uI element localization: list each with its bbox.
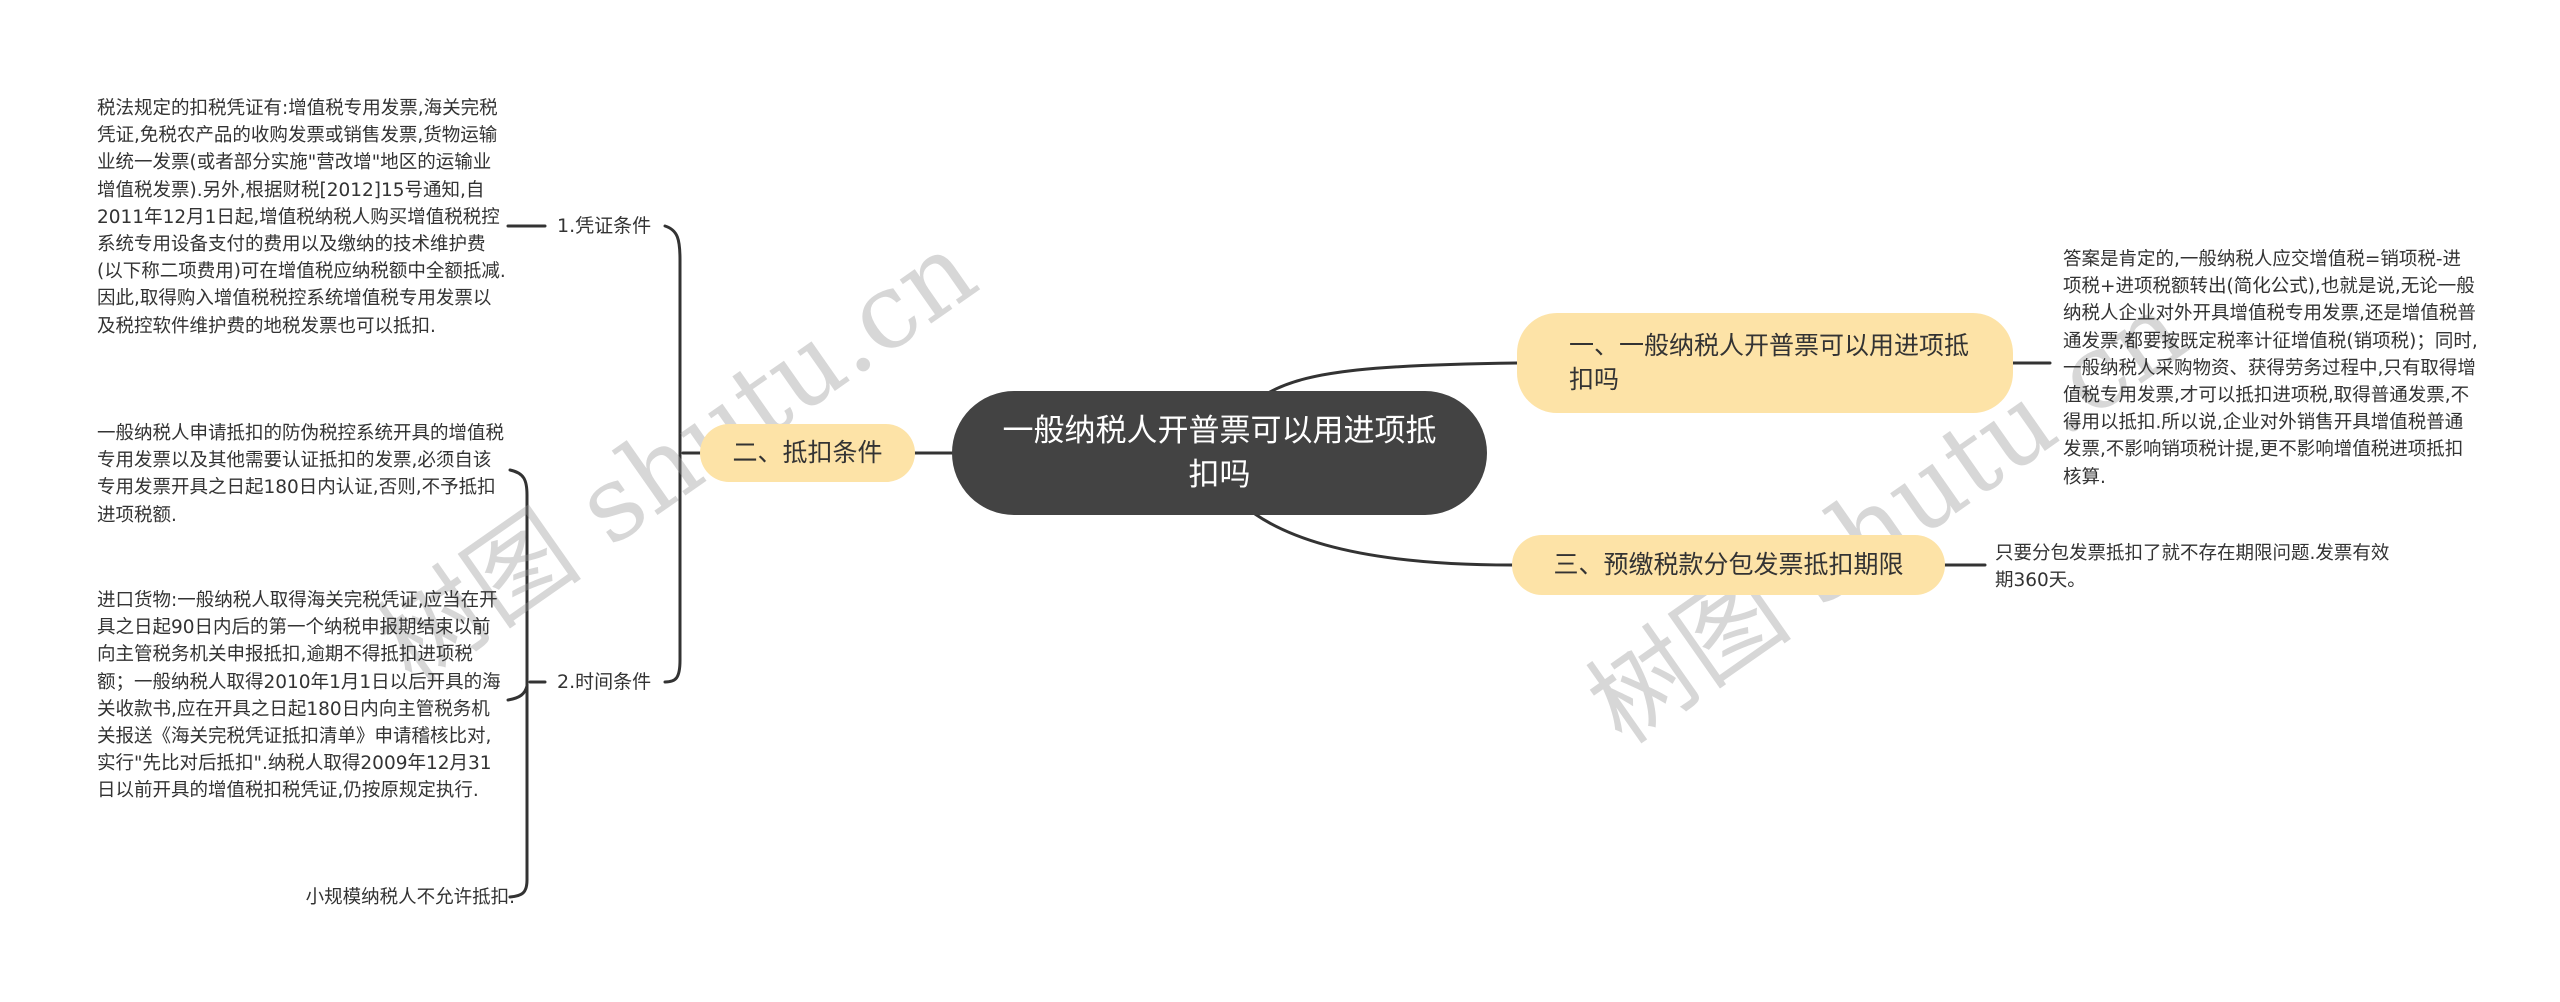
- connector-root-branch1: [1268, 361, 1519, 394]
- time-condition-leaf-1: 一般纳税人申请抵扣的防伪税控系统开具的增值税专用发票以及其他需要认证抵扣的发票,…: [97, 420, 507, 529]
- leaf-text: 税法规定的扣税凭证有:增值税专用发票,海关完税凭证,免税农产品的收购发票或销售发…: [97, 98, 506, 337]
- connector-root-branch3: [1253, 512, 1514, 567]
- sub-node-time-condition[interactable]: 2.时间条件: [557, 671, 652, 693]
- branch-node-1[interactable]: 一、一般纳税人开普票可以用进项抵扣吗: [1517, 313, 2013, 413]
- voucher-condition-leaf: 税法规定的扣税凭证有:增值税专用发票,海关完税凭证,免税农产品的收购发票或销售发…: [97, 95, 507, 340]
- leaf-text: 一般纳税人申请抵扣的防伪税控系统开具的增值税专用发票以及其他需要认证抵扣的发票,…: [97, 423, 505, 526]
- root-node[interactable]: 一般纳税人开普票可以用进项抵扣吗: [952, 391, 1487, 515]
- leaf-text: 答案是肯定的,一般纳税人应交增值税=销项税-进项税+进项税额转出(简化公式),也…: [2063, 249, 2478, 488]
- leaf-text: 只要分包发票抵扣了就不存在期限问题.发票有效期360天。: [1995, 543, 2390, 592]
- bracket-sub2: [508, 468, 529, 899]
- time-condition-leaf-2: 进口货物:一般纳税人取得海关完税凭证,应当在开具之日起90日内后的第一个纳税申报…: [97, 587, 507, 805]
- sub-node-voucher-condition[interactable]: 1.凭证条件: [557, 215, 652, 237]
- branch-1-leaf: 答案是肯定的,一般纳税人应交增值税=销项税-进项税+进项税额转出(简化公式),也…: [2063, 246, 2478, 491]
- branch-node-3-label: 三、预缴税款分包发票抵扣期限: [1553, 550, 1904, 579]
- leaf-text: 进口货物:一般纳税人取得海关完税凭证,应当在开具之日起90日内后的第一个纳税申报…: [97, 590, 501, 802]
- root-node-label: 一般纳税人开普票可以用进项抵扣吗: [1002, 413, 1437, 493]
- branch-3-leaf: 只要分包发票抵扣了就不存在期限问题.发票有效期360天。: [1995, 540, 2405, 594]
- time-condition-leaf-3: 小规模纳税人不允许抵扣.: [275, 884, 515, 911]
- bracket-sub2-tick-leaf2: [506, 684, 529, 702]
- branch-node-2-label: 二、抵扣条件: [732, 438, 883, 467]
- branch-node-1-label: 一、一般纳税人开普票可以用进项抵扣吗: [1569, 331, 1970, 394]
- branch-node-3[interactable]: 三、预缴税款分包发票抵扣期限: [1512, 535, 1945, 595]
- leaf-text: 小规模纳税人不允许抵扣.: [305, 887, 515, 908]
- branch-node-2[interactable]: 二、抵扣条件: [700, 424, 915, 482]
- bracket-branch2: [663, 224, 682, 684]
